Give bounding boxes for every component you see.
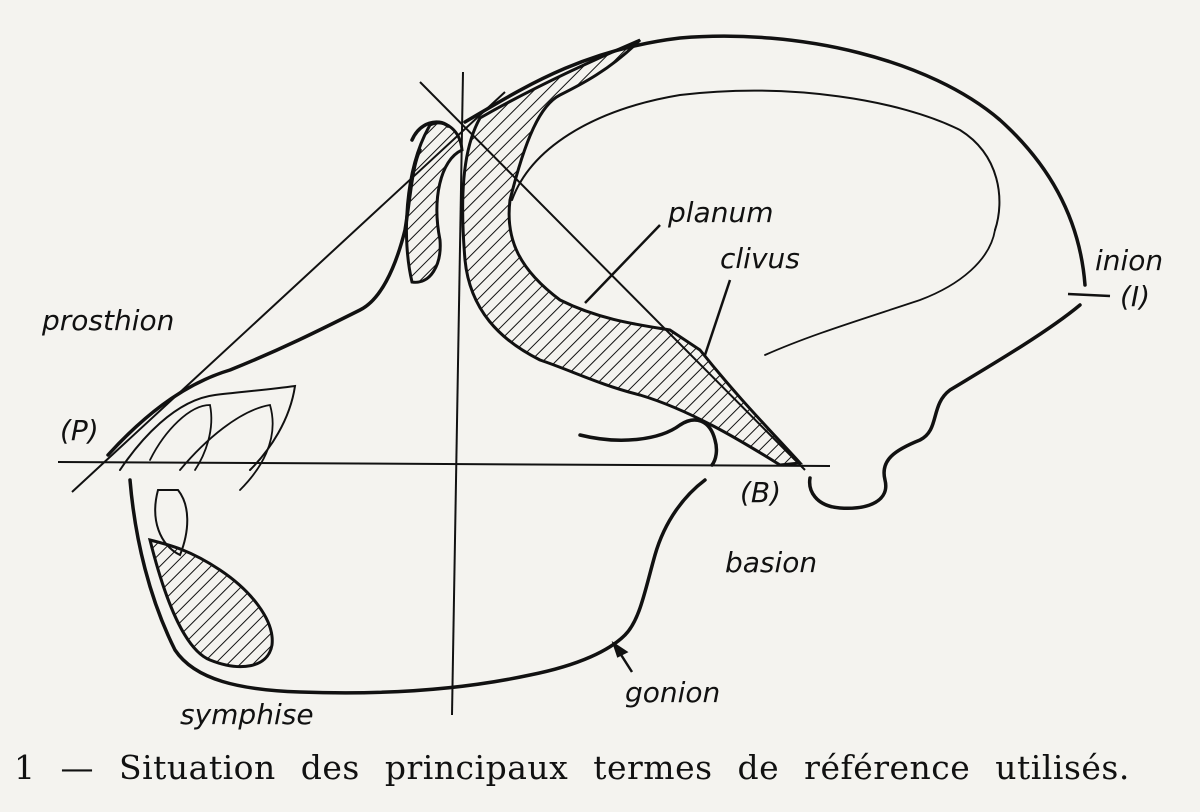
brow-outline bbox=[410, 120, 450, 142]
clivus-pointer bbox=[703, 279, 732, 356]
label-prosthion: prosthion bbox=[41, 304, 174, 337]
labels: planum clivus inion (I) prosthion (P) (B… bbox=[41, 196, 1163, 731]
pointers bbox=[584, 224, 1111, 673]
hatched-regions bbox=[147, 38, 804, 669]
label-prosthion-marker: (P) bbox=[60, 414, 99, 447]
label-gonion: gonion bbox=[625, 676, 720, 709]
planum-pointer bbox=[584, 224, 661, 304]
mandible-outline bbox=[128, 478, 707, 695]
label-planum: planum bbox=[667, 196, 773, 229]
label-basion-marker: (B) bbox=[740, 476, 781, 509]
label-inion-marker: (I) bbox=[1120, 280, 1150, 313]
tooth-outline-2 bbox=[179, 403, 274, 491]
cranial-vault-outline bbox=[463, 34, 1087, 287]
brain-cavity-outline bbox=[511, 89, 1001, 231]
vertical-reference-line bbox=[451, 71, 464, 716]
label-clivus: clivus bbox=[720, 242, 800, 275]
gonion-arrowhead bbox=[611, 640, 629, 658]
frontal-sinus-hatch bbox=[461, 38, 804, 467]
snout-upper-outline bbox=[106, 148, 422, 457]
orbit-hatch bbox=[404, 121, 464, 284]
tooth-outline-1 bbox=[149, 404, 213, 471]
inion-tick bbox=[1067, 292, 1111, 298]
brain-cavity-lower bbox=[764, 229, 996, 356]
occipital-outline bbox=[807, 303, 1082, 510]
label-basion: basion bbox=[725, 546, 817, 579]
ramus-outline bbox=[578, 418, 719, 467]
canine-outline bbox=[154, 489, 189, 557]
maxilla-outline bbox=[119, 384, 297, 471]
symphysis-hatch bbox=[147, 537, 274, 669]
skull-outline bbox=[106, 34, 1087, 695]
figure-caption: 1 — Situation des principaux termes de r… bbox=[14, 748, 1130, 787]
label-inion: inion bbox=[1095, 244, 1163, 277]
label-symphise: symphise bbox=[180, 698, 314, 731]
